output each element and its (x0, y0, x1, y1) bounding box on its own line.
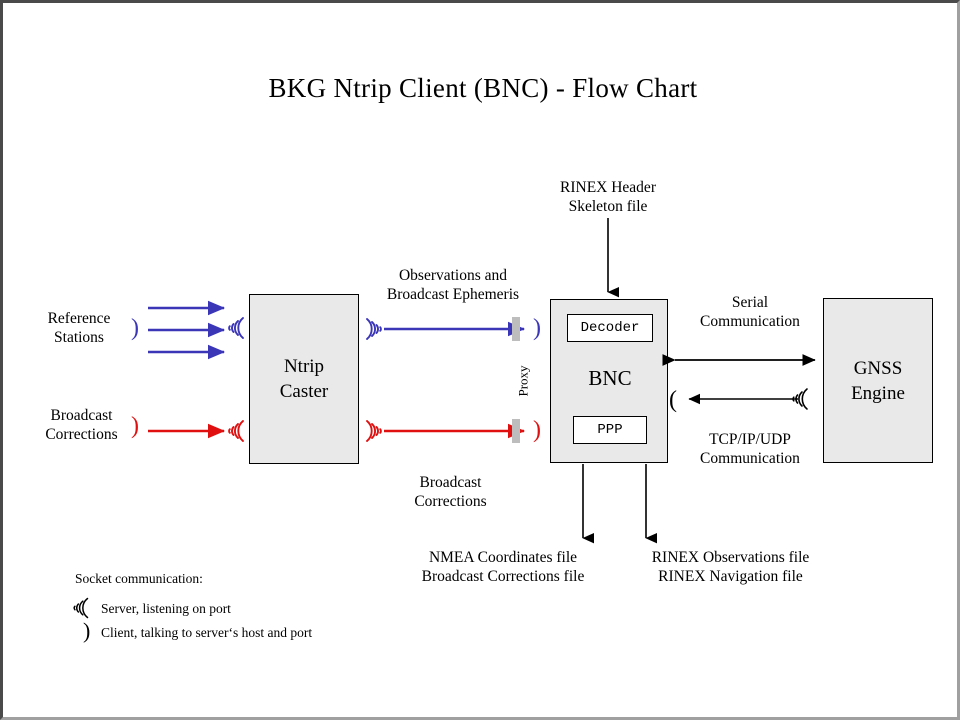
proxy-label: Proxy (516, 365, 531, 397)
observations-stream-arrow (384, 321, 526, 337)
bnc-node[interactable]: Decoder BNC PPP (550, 299, 668, 463)
corrections-line2: Corrections (414, 493, 487, 510)
ntrip-caster-label: Ntrip Caster (280, 354, 329, 404)
reference-stations-line2: Stations (54, 329, 104, 346)
rinex-header-label: RINEX Header Skeleton file (518, 178, 698, 216)
page-title: BKG Ntrip Client (BNC) - Flow Chart (268, 73, 698, 103)
client-socket-icon-bnc-obs: ) (533, 315, 541, 341)
client-socket-icon-broadcast-corrections: ) (131, 413, 139, 439)
server-listening-icon-caster-out-corr (366, 420, 382, 442)
corrections-stream-arrow (384, 423, 526, 439)
output-right-line2: RINEX Navigation file (658, 568, 803, 585)
output-left-label: NMEA Coordinates file Broadcast Correcti… (398, 548, 608, 586)
serial-communication-arrow (662, 354, 816, 366)
proxy-label-wrapper: Proxy (491, 365, 557, 396)
rinex-header-arrow (607, 218, 620, 298)
observations-edge-label: Observations and Broadcast Ephemeris (358, 266, 548, 304)
legend-server-text: Server, listening on port (101, 601, 231, 616)
output-right-arrow (645, 464, 658, 544)
tcpip-communication-arrow (688, 393, 798, 405)
bnc-decoder-label: Decoder (580, 320, 640, 336)
observations-line2: Broadcast Ephemeris (386, 286, 520, 303)
tcpip-line1: TCP/IP/UDP (709, 431, 791, 448)
corrections-line1: Broadcast (419, 474, 482, 491)
tcpip-line2: Communication (700, 450, 800, 467)
broadcast-corrections-arrow (148, 423, 226, 439)
broadcast-corrections-source-line1: Broadcast (50, 407, 113, 424)
client-socket-icon-bnc-corr: ) (533, 417, 541, 443)
client-socket-icon-reference-stations: ) (131, 315, 139, 341)
bnc-label: BNC (588, 366, 632, 390)
ntrip-caster-line1: Ntrip (283, 356, 325, 377)
rinex-header-line2: Skeleton file (568, 198, 648, 215)
output-left-line2: Broadcast Corrections file (421, 568, 585, 585)
broadcast-corrections-source-label: Broadcast Corrections (19, 406, 144, 444)
proxy-bar-lower (512, 419, 520, 443)
serial-line1: Serial (731, 294, 769, 311)
client-socket-icon-bnc-tcpip: ( (669, 387, 677, 413)
tcpip-communication-label: TCP/IP/UDP Communication (675, 430, 825, 468)
output-left-arrow (582, 464, 595, 544)
serial-line2: Communication (700, 313, 800, 330)
gnss-engine-label: GNSS Engine (851, 356, 905, 406)
server-listening-icon-caster-out-obs (366, 318, 382, 340)
reference-stations-line1: Reference (47, 310, 111, 327)
server-listening-icon-caster-obs (228, 317, 244, 339)
corrections-edge-label: Broadcast Corrections (363, 473, 538, 511)
ntrip-caster-line2: Caster (279, 381, 329, 402)
observations-line1: Observations and (398, 267, 508, 284)
rinex-header-line1: RINEX Header (560, 179, 656, 196)
legend-heading: Socket communication: (75, 571, 203, 586)
client-socket-icon-legend: ) (83, 618, 91, 643)
gnss-engine-line1: GNSS (853, 357, 903, 379)
diagram-canvas: BKG Ntrip Client (BNC) - Flow Chart Refe… (3, 3, 957, 717)
bnc-decoder-module[interactable]: Decoder (567, 314, 653, 342)
server-listening-icon-caster-corr (228, 420, 244, 442)
output-right-label: RINEX Observations file RINEX Navigation… (628, 548, 833, 586)
bnc-ppp-module[interactable]: PPP (573, 416, 647, 444)
serial-communication-label: Serial Communication (675, 293, 825, 331)
server-listening-icon-gnss (792, 388, 808, 410)
output-right-line1: RINEX Observations file (651, 549, 810, 566)
reference-stations-arrows (148, 300, 226, 360)
bnc-ppp-label: PPP (597, 422, 623, 438)
server-listening-icon-legend (73, 597, 89, 619)
ntrip-caster-node[interactable]: Ntrip Caster (249, 294, 359, 464)
legend-client-text: Client, talking to server‘s host and por… (101, 625, 313, 640)
output-left-line1: NMEA Coordinates file (428, 549, 578, 566)
broadcast-corrections-source-line2: Corrections (45, 426, 118, 443)
gnss-engine-line2: Engine (851, 382, 905, 404)
proxy-bar-upper (512, 317, 520, 341)
gnss-engine-node[interactable]: GNSS Engine (823, 298, 933, 463)
reference-stations-label: Reference Stations (19, 309, 139, 347)
